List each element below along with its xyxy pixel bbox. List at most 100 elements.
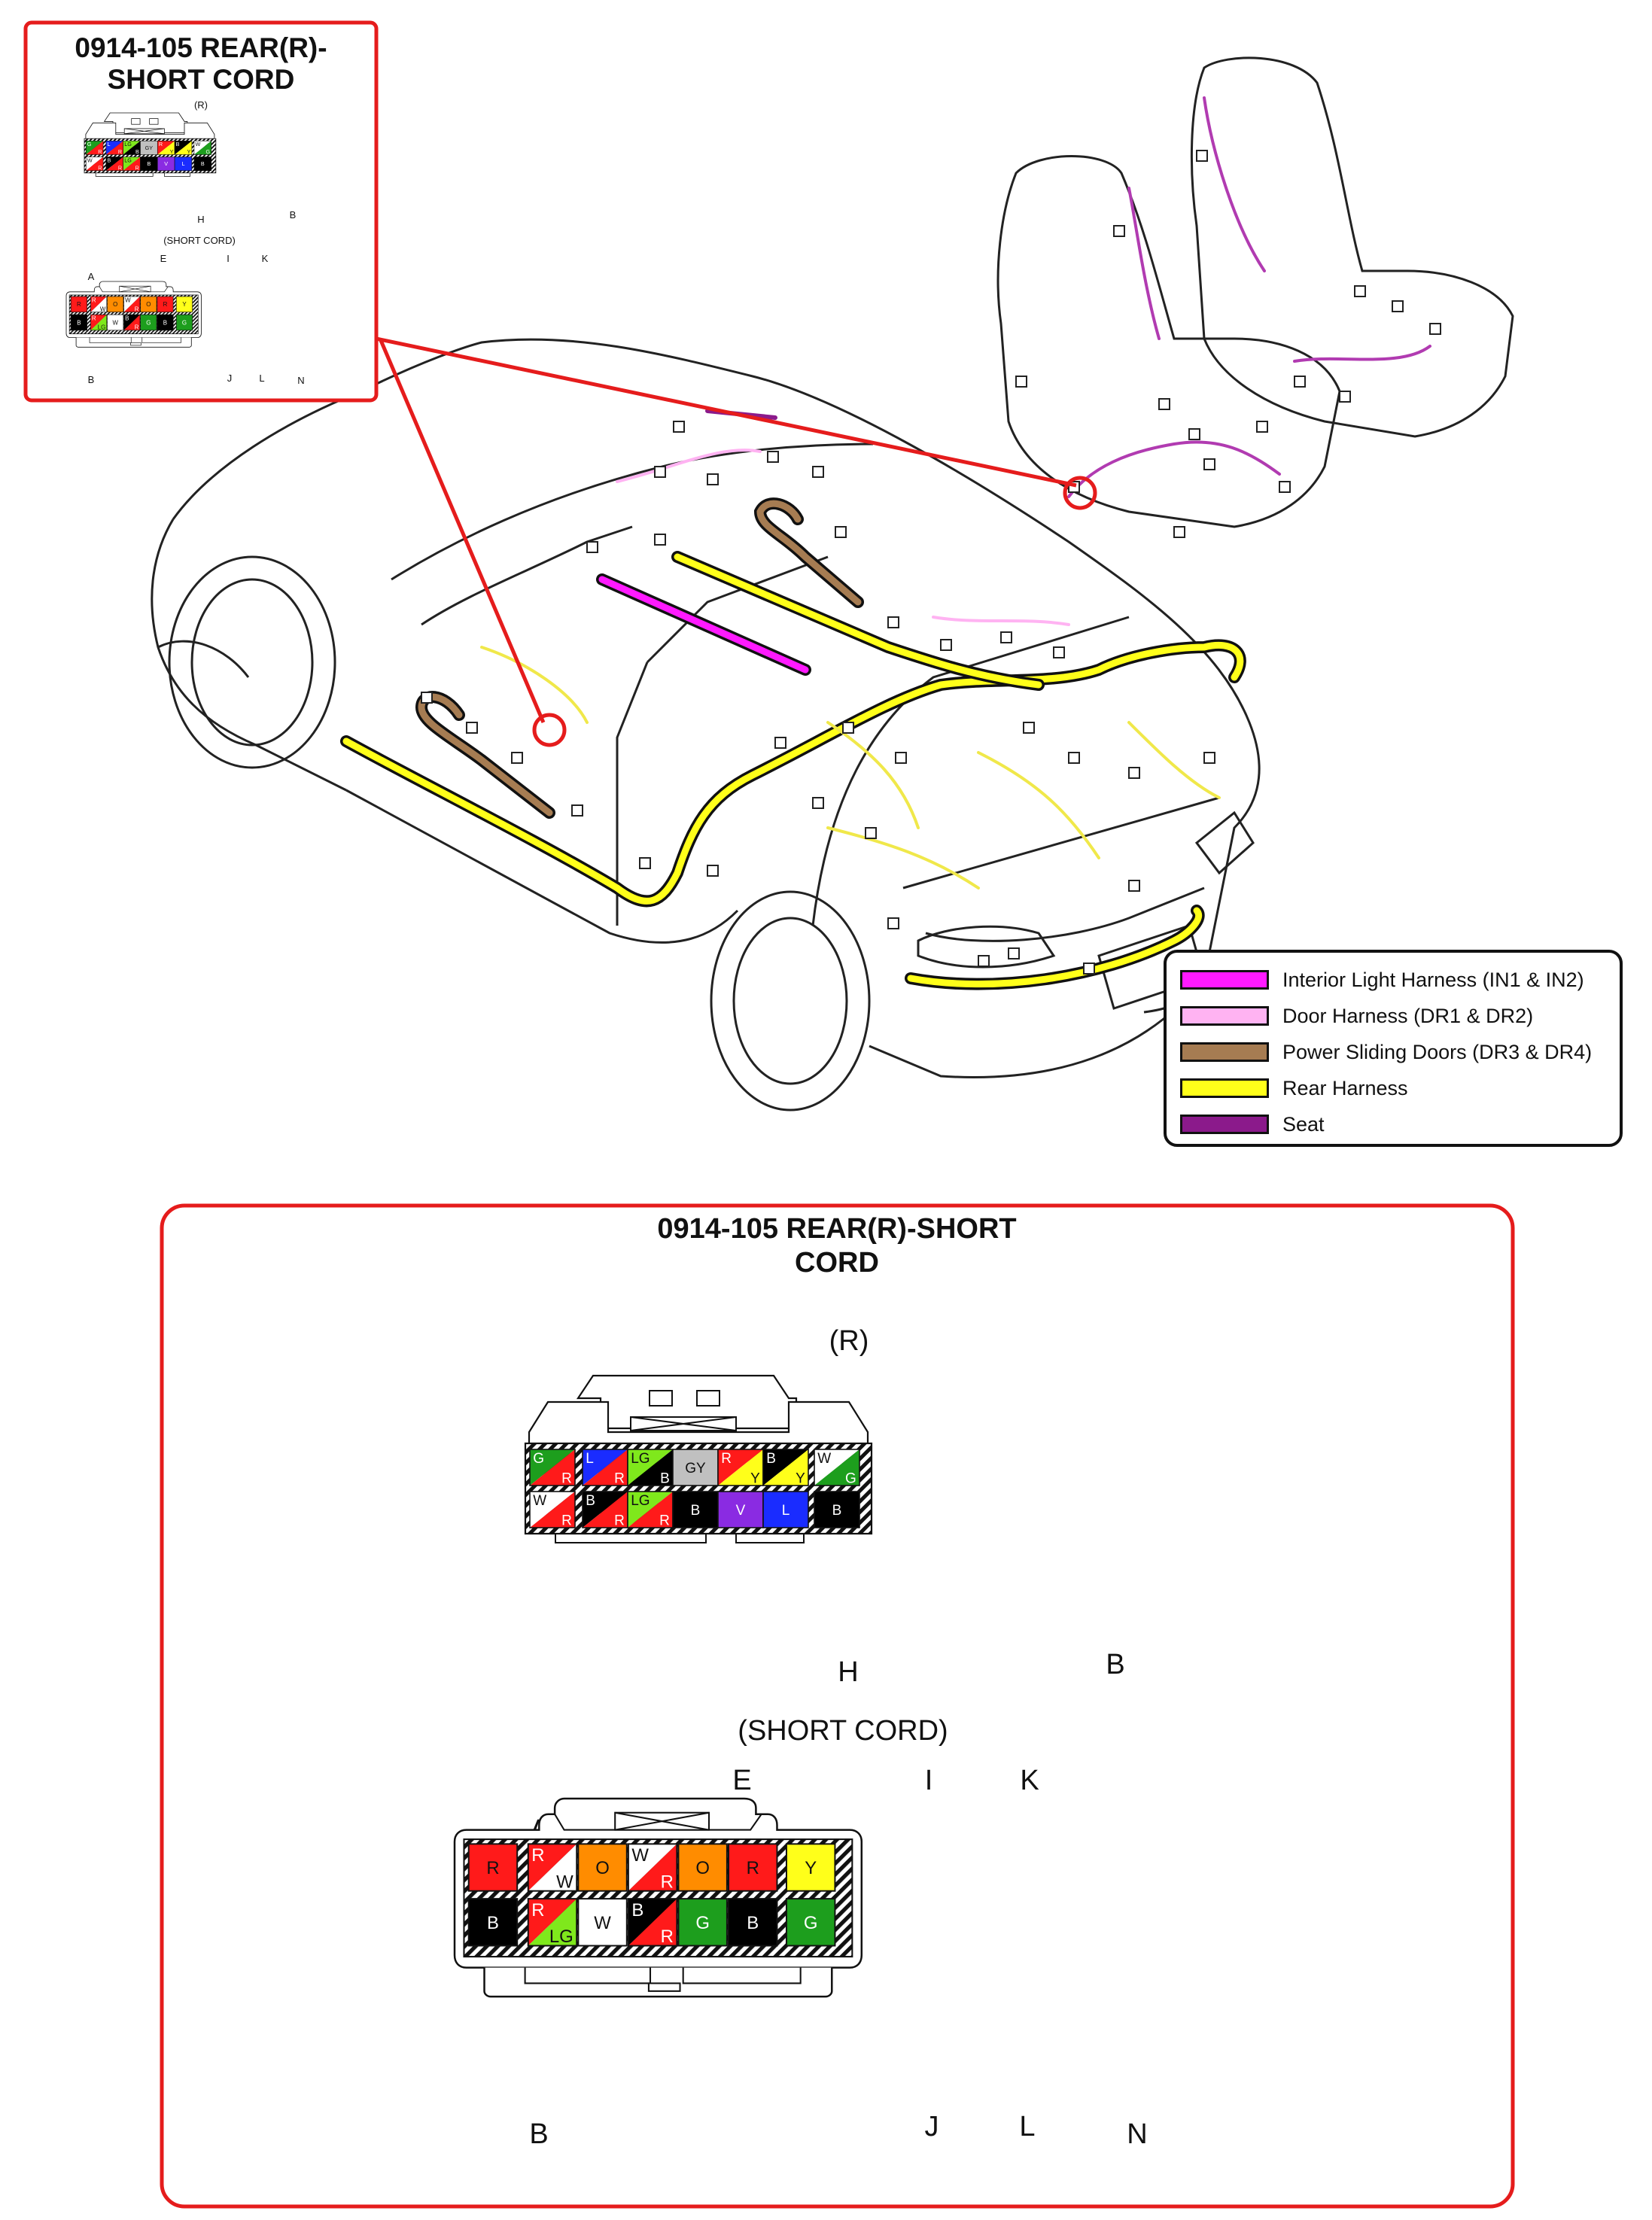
wire-code-label: L — [181, 160, 184, 167]
wire-cell: R — [728, 1843, 778, 1892]
wire-cell: W — [577, 1898, 628, 1947]
inset-pin-k: K — [262, 253, 269, 264]
wire-cell: WR — [123, 296, 141, 312]
wire-code-label: R — [614, 1513, 625, 1529]
wire-code-label: Y — [796, 1471, 805, 1487]
wire-code-label: B — [631, 1900, 643, 1920]
wire-code-label: B — [766, 1451, 776, 1467]
wire-cell: R — [70, 296, 87, 313]
inset-pin-e: E — [160, 253, 167, 264]
wire-code-label: G — [87, 141, 92, 147]
wire-code-label: LG — [549, 1927, 573, 1947]
legend-item: Seat — [1180, 1106, 1606, 1142]
wire-cell: L — [174, 157, 193, 172]
wire-cell: WR — [85, 157, 104, 171]
wire-cell: BR — [582, 1491, 628, 1529]
callout — [376, 336, 1097, 747]
wire-code-label: G — [533, 1451, 544, 1467]
inset-title-line2: SHORT CORD — [108, 64, 295, 95]
wire-code-label: B — [747, 1913, 759, 1933]
wire-cell: G — [785, 1898, 836, 1947]
inset-pin-i: I — [227, 253, 230, 264]
inset-pin-a: A — [88, 271, 95, 282]
wire-code-label: R — [561, 1471, 572, 1487]
legend-label: Power Sliding Doors (DR3 & DR4) — [1282, 1040, 1593, 1063]
detail-short-cord-label: (SHORT CORD) — [738, 1715, 948, 1747]
harness-legend: Interior Light Harness (IN1 & IN2) Door … — [1164, 950, 1623, 1147]
wire-cell: B — [672, 1491, 719, 1528]
wire-cell: GY — [672, 1449, 719, 1486]
wire-cell: W — [107, 314, 124, 331]
wire-code-label: R — [98, 164, 102, 171]
wire-cell: LR — [105, 140, 123, 155]
legend-swatch — [1180, 970, 1269, 990]
wire-cell: LR — [582, 1449, 628, 1487]
wire-cell: BY — [174, 140, 193, 155]
wire-cell: LGR — [123, 157, 141, 171]
wire-code-label: B — [163, 319, 167, 326]
wire-code-label: B — [107, 157, 111, 163]
wire-code-label: B — [147, 160, 151, 167]
wire-cell: BR — [105, 157, 123, 171]
wire-code-label: B — [660, 1471, 670, 1487]
wire-code-label: B — [487, 1913, 499, 1933]
wire-cell: R — [157, 296, 174, 313]
wire-code-label: B — [125, 315, 129, 322]
detail-title-line1: 0914-105 REAR(R)-SHORT — [657, 1213, 1016, 1245]
wire-code-label: W — [112, 319, 118, 326]
inset-pin-l: L — [259, 373, 264, 384]
wire-cell: V — [157, 157, 175, 172]
wire-cell: Y — [785, 1843, 836, 1892]
inset-b-label: B — [290, 209, 297, 220]
wire-code-label: LG — [98, 324, 106, 330]
wire-code-label: LG — [631, 1451, 650, 1467]
legend-swatch — [1180, 1006, 1269, 1026]
wire-code-label: R — [159, 141, 163, 147]
wire-cell: G — [140, 314, 157, 331]
wire-code-label: W — [533, 1493, 546, 1509]
wire-code-label: Y — [170, 148, 174, 155]
wire-cell: RLG — [90, 314, 108, 330]
inset-pin-j: J — [227, 373, 233, 384]
wire-cell: RLG — [527, 1898, 578, 1947]
detail-pin-b: B — [529, 2118, 548, 2150]
wire-cell: L — [762, 1491, 809, 1528]
wire-code-label: B — [832, 1503, 842, 1519]
legend-label: Seat — [1282, 1112, 1325, 1136]
wire-cell: WG — [193, 140, 212, 155]
wire-code-label: R — [135, 164, 139, 171]
wire-code-label: Y — [805, 1858, 817, 1878]
wire-code-label: G — [695, 1913, 710, 1933]
wire-code-label: R — [77, 301, 81, 308]
wire-code-label: W — [817, 1451, 831, 1467]
wire-code-label: R — [661, 1872, 674, 1892]
wire-code-label: B — [135, 148, 139, 155]
wire-cell: B — [157, 314, 174, 331]
wire-cell: O — [107, 296, 124, 313]
legend-label: Door Harness (DR1 & DR2) — [1282, 1004, 1534, 1027]
wire-cell: GR — [529, 1449, 576, 1487]
wire-cell: R — [467, 1843, 519, 1892]
detail-pin-i: I — [925, 1765, 933, 1796]
legend-item: Door Harness (DR1 & DR2) — [1180, 998, 1606, 1034]
detail-b-label: B — [1106, 1649, 1124, 1680]
wire-cell: Y — [175, 296, 193, 313]
wire-cell: G — [175, 314, 193, 331]
wire-code-label: GY — [145, 144, 154, 151]
detail-pin-l: L — [1019, 2111, 1035, 2142]
wire-cell: RW — [90, 296, 108, 312]
wire-code-label: W — [87, 157, 93, 163]
wire-cell: V — [717, 1491, 764, 1528]
legend-item: Interior Light Harness (IN1 & IN2) — [1180, 962, 1606, 998]
wire-code-label: R — [98, 148, 102, 155]
wire-code-label: GY — [685, 1461, 706, 1476]
wire-code-label: B — [77, 319, 81, 326]
wire-cell: WR — [529, 1491, 576, 1529]
inset-title-line1: 0914-105 REAR(R)- — [75, 32, 327, 63]
wire-code-label: R — [659, 1513, 670, 1529]
wire-cell: WR — [627, 1843, 678, 1892]
